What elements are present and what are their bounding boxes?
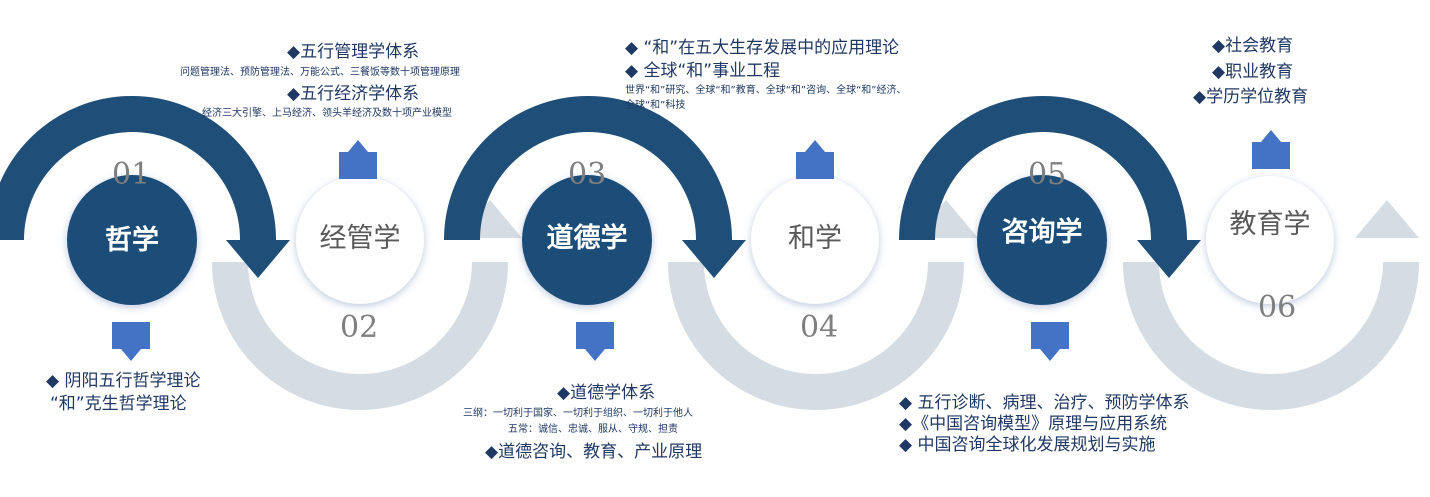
stage-label-02: 经管学: [319, 223, 401, 254]
up-arrows: [339, 130, 1290, 179]
arrowhead-01: [226, 240, 290, 278]
arc-01: [0, 96, 276, 241]
lower-arcs: [212, 200, 1419, 410]
stage-number-06: 06: [1258, 290, 1297, 325]
stage-number-03: 03: [568, 157, 607, 192]
arc-05: [899, 96, 1187, 241]
education-item-3: ◆学历学位教育: [1193, 87, 1309, 107]
consulting-item-2: ◆《中国咨询模型》原理与应用系统: [899, 414, 1168, 434]
management-title-2: ◆五行经济学体系: [287, 84, 420, 104]
stage-label-03: 道德学: [546, 223, 628, 254]
stage-label-04: 和学: [788, 223, 842, 254]
morality-title: ◆道德学体系: [557, 383, 656, 403]
arc-02: [212, 261, 508, 410]
he-desc-2: 全球“和”科技: [625, 100, 686, 111]
consulting-item-3: ◆ 中国咨询全球化发展规划与实施: [899, 435, 1156, 455]
morality-title-2: ◆道德咨询、教育、产业原理: [485, 442, 703, 462]
stage-number-02: 02: [340, 310, 379, 345]
arc-04: [668, 261, 964, 410]
circle-01: [67, 175, 197, 305]
upper-arcs: [0, 96, 1201, 278]
consulting-item-1: ◆ 五行诊断、病理、治疗、预防学体系: [899, 393, 1190, 413]
circle-06: [1206, 176, 1334, 304]
circle-02: [296, 176, 424, 304]
circles: [67, 175, 1334, 305]
stage-label-01: 哲学: [105, 225, 159, 256]
stage-label-06: 教育学: [1229, 209, 1311, 240]
management-desc-1: 问题管理法、预防管理法、万能公式、三餐饭等数十项管理原理: [180, 67, 460, 78]
down-arrows: [112, 322, 1069, 361]
morality-desc-2: 五常：诚信、忠诚、服从、守规、担责: [508, 424, 678, 435]
stage-number-05: 05: [1028, 157, 1067, 192]
morality-desc-1: 三纲：一切利于国家、一切利于组织、一切利于他人: [463, 408, 693, 419]
education-item-1: ◆社会教育: [1212, 36, 1294, 56]
he-line-2: ◆ 全球“和”事业工程: [625, 61, 781, 81]
circle-03: [522, 175, 652, 305]
down-arrow-03-icon: [576, 322, 614, 361]
down-arrow-01-icon: [112, 322, 150, 361]
up-arrow-06-icon: [1252, 130, 1290, 169]
arrowhead-05: [1137, 240, 1201, 278]
up-arrow-02-icon: [339, 140, 377, 179]
he-desc-1: 世界“和”研究、全球“和”教育、全球“和”咨询、全球“和”经济、: [625, 85, 907, 96]
philosophy-item-1: ◆ 阴阳五行哲学理论: [46, 371, 201, 391]
arrowhead-06: [1355, 200, 1419, 238]
stage-label-05: 咨询学: [1001, 217, 1083, 248]
circle-04: [751, 176, 879, 304]
down-arrow-05-icon: [1031, 322, 1069, 361]
arc-06: [1123, 261, 1419, 410]
up-arrow-04-icon: [796, 140, 834, 179]
arc-03: [444, 96, 732, 241]
circle-05: [977, 175, 1107, 305]
philosophy-item-2: “和”克生哲学理论: [50, 394, 187, 414]
stage-number-01: 01: [112, 157, 151, 192]
management-title-1: ◆五行管理学体系: [287, 42, 420, 62]
education-item-2: ◆职业教育: [1212, 62, 1294, 82]
arrowhead-03: [682, 240, 746, 278]
he-line-1: ◆ “和”在五大生存发展中的应用理论: [625, 38, 900, 58]
stage-number-04: 04: [800, 310, 839, 345]
management-desc-2: 经济三大引擎、上马经济、领头羊经济及数十项产业模型: [202, 108, 452, 119]
